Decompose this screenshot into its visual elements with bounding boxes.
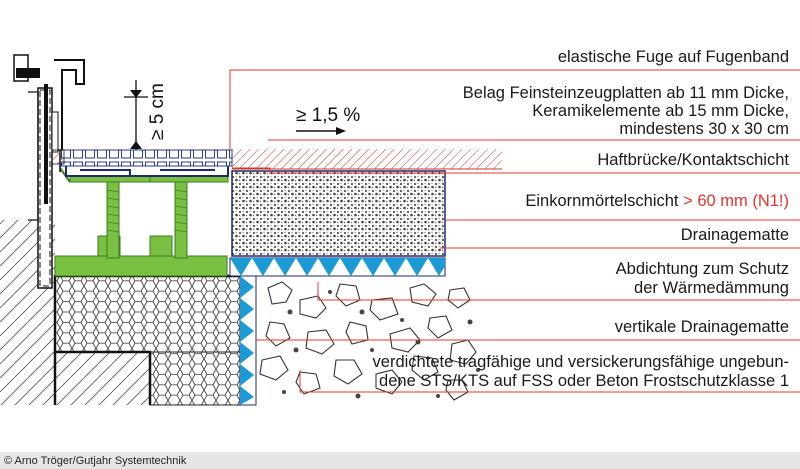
slope-indicator: ≥ 1,5 % [296, 105, 360, 135]
footer-bar [0, 452, 800, 469]
height-dimension: ≥ 5 cm [124, 80, 168, 150]
label-belag-2: Keramikelemente ab 15 mm Dicke, [532, 102, 789, 120]
slope-label: ≥ 1,5 % [296, 105, 360, 126]
leader-haft [232, 167, 800, 174]
drainage-mat [229, 257, 446, 277]
label-sts-1: verdichtete tragfähige und versickerungs… [373, 353, 789, 371]
thermal-insulation-lower [149, 351, 241, 406]
insulation-step [55, 350, 152, 405]
label-fuge: elastische Fuge auf Fugenband [558, 48, 789, 66]
label-abd-1: Abdichtung zum Schutz [616, 260, 789, 278]
label-haft: Haftbrücke/Kontaktschicht [597, 151, 789, 169]
label-sts-2: dene STS/KTS auf FSS oder Beton Frostsch… [379, 372, 789, 390]
leader-abd [317, 282, 800, 301]
channel-grating [59, 149, 233, 167]
credit: © Arno Tröger/Gutjahr Systemtechnik [4, 455, 187, 467]
drainage-channel [65, 164, 229, 177]
label-abd-2: der Wärmedämmung [634, 279, 789, 297]
thermal-insulation [54, 275, 241, 353]
height-dimension-label: ≥ 5 cm [147, 83, 168, 140]
leader-fuge [229, 69, 800, 150]
label-vert: vertikale Drainagematte [615, 318, 789, 336]
pedestal-system [54, 167, 229, 277]
leader-lines [229, 69, 800, 393]
bonding-layer [232, 149, 502, 169]
vertical-drainage-mat [239, 275, 257, 406]
edge-hatch [51, 149, 65, 165]
single-grain-mortar [231, 170, 446, 257]
label-belag-1: Belag Feinsteinzeugplatten ab 11 mm Dick… [463, 84, 789, 102]
label-drain: Drainagematte [681, 226, 789, 244]
label-einkorn-red: > 60 mm (N1!) [683, 192, 789, 210]
leader-sts [299, 370, 800, 393]
label-einkorn: Einkornmörtelschicht > 60 mm (N1!) [525, 192, 789, 210]
label-belag-3: mindestens 30 x 30 cm [619, 120, 789, 138]
label-einkorn-text: Einkornmörtelschicht [525, 192, 683, 210]
